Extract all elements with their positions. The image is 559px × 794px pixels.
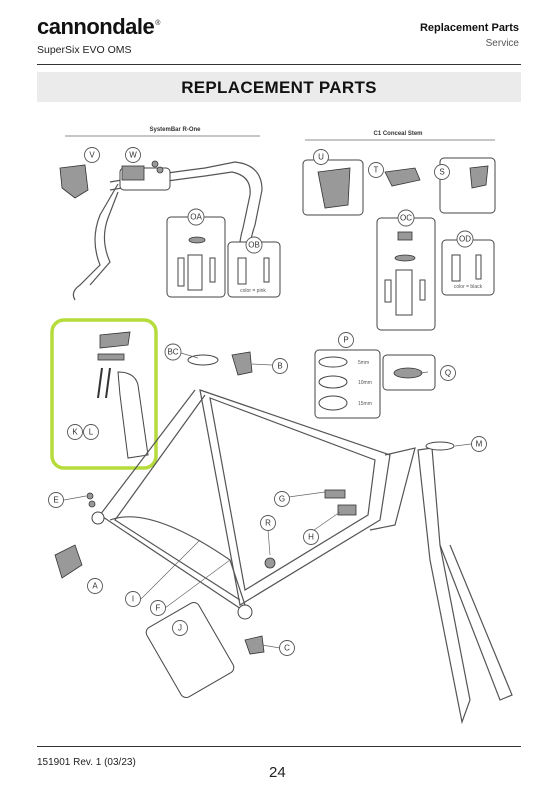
callout-od: OD [456, 230, 474, 248]
model-name: SuperSix EVO OMS [37, 44, 132, 56]
section-right-label: C1 Conceal Stem [373, 131, 422, 137]
seatpost-highlight-box [50, 318, 158, 470]
callout-p: P [338, 332, 354, 348]
page-number: 24 [269, 764, 286, 781]
svg-text:Q: Q [445, 369, 451, 378]
svg-text:W: W [129, 151, 137, 160]
callout-v: V [84, 147, 100, 163]
oa-expander [187, 254, 203, 291]
svg-text:T: T [374, 166, 379, 175]
svg-text:S: S [439, 168, 444, 177]
section-title: Replacement Parts [419, 22, 519, 34]
frame-drawing [91, 389, 513, 725]
svg-text:E: E [53, 496, 58, 505]
callout-ob: OB [245, 236, 263, 254]
callout-g: G [274, 491, 290, 507]
section-left-label: SystemBar R-One [149, 127, 201, 133]
callout-c: C [279, 640, 295, 656]
callout-t: T [368, 162, 384, 178]
spacer-10mm: 10mm [358, 380, 372, 386]
svg-text:OA: OA [190, 213, 202, 222]
svg-text:J: J [178, 624, 182, 633]
svg-text:R: R [265, 519, 271, 528]
callout-b: B [272, 358, 288, 374]
callout-i: I [125, 591, 141, 607]
footer-rule [37, 746, 521, 747]
callout-l: L [83, 424, 99, 440]
svg-text:OC: OC [400, 214, 412, 223]
callout-a: A [87, 578, 103, 594]
svg-text:P: P [343, 336, 348, 345]
callout-f: F [150, 600, 166, 616]
brand-logo: cannondale® [37, 14, 160, 39]
page-title: REPLACEMENT PARTS [181, 78, 377, 97]
svg-text:OB: OB [248, 241, 260, 250]
callout-oc: OC [397, 209, 415, 227]
callout-j: J [172, 620, 188, 636]
seatpost [117, 371, 149, 459]
svg-text:K: K [72, 428, 78, 437]
parts-v-w [59, 160, 164, 199]
callout-h: H [303, 529, 319, 545]
callout-r: R [260, 515, 276, 531]
page-banner: REPLACEMENT PARTS [37, 72, 521, 102]
callout-q: Q [440, 365, 456, 381]
callout-s: S [434, 164, 450, 180]
section-subtitle: Service [485, 38, 519, 49]
svg-text:G: G [279, 495, 285, 504]
oa-cap [188, 236, 206, 244]
svg-text:V: V [89, 151, 95, 160]
svg-text:L: L [89, 428, 94, 437]
svg-text:F: F [156, 604, 161, 613]
svg-text:B: B [277, 362, 282, 371]
svg-text:H: H [308, 533, 314, 542]
svg-text:I: I [132, 595, 134, 604]
svg-text:OD: OD [459, 235, 471, 244]
ob-color-note: color = pink [240, 288, 266, 294]
callout-bc: BC [164, 343, 182, 361]
callout-w: W [125, 147, 141, 163]
spacer-15mm: 15mm [358, 401, 372, 407]
header-rule [37, 64, 521, 65]
box-j [145, 602, 235, 698]
callout-oa: OA [187, 208, 205, 226]
callout-e: E [48, 492, 64, 508]
svg-text:M: M [476, 440, 483, 449]
svg-text:A: A [92, 582, 98, 591]
callout-m: M [471, 436, 487, 452]
svg-text:BC: BC [167, 348, 178, 357]
od-color-note: color = black [454, 284, 483, 290]
callout-u: U [313, 149, 329, 165]
document-number: 151901 Rev. 1 (03/23) [37, 757, 136, 768]
svg-text:C: C [284, 644, 290, 653]
callout-k: K [67, 424, 83, 440]
svg-text:U: U [318, 153, 324, 162]
spacer-5mm: 5mm [358, 360, 369, 366]
